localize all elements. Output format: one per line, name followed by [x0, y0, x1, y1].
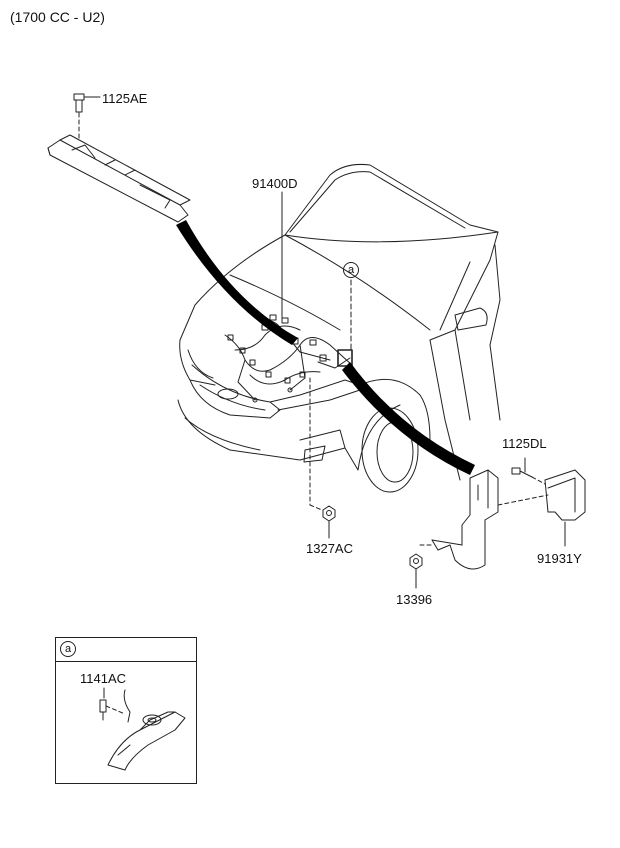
inset-header: a	[56, 638, 196, 662]
callout-1125ae: 1125AE	[102, 91, 148, 106]
variant-header: (1700 CC - U2)	[10, 9, 105, 25]
wiring-harness-91400d	[224, 314, 353, 403]
callout-1125dl: 1125DL	[502, 436, 547, 451]
inset-detail-parts	[99, 687, 186, 771]
callout-91400d: 91400D	[252, 176, 298, 191]
callout-13396: 13396	[396, 592, 433, 607]
callout-1327ac: 1327AC	[306, 541, 353, 556]
bracket-91931y	[497, 469, 586, 547]
bolt-1125dl	[511, 457, 546, 485]
callout-1141ac: 1141AC	[80, 671, 127, 686]
nut-1327ac	[309, 377, 336, 539]
mounting-bracket	[419, 469, 499, 570]
detail-marker-a: a	[343, 262, 359, 278]
clip-1125ae	[73, 93, 101, 141]
detail-inset-a: a	[55, 637, 197, 784]
inset-tag-a: a	[60, 641, 76, 657]
nut-13396	[409, 553, 423, 589]
vehicle-outline	[177, 164, 501, 493]
harness-protector	[47, 134, 191, 223]
pointer-arrows	[176, 220, 475, 475]
callout-91931y: 91931Y	[537, 551, 582, 566]
